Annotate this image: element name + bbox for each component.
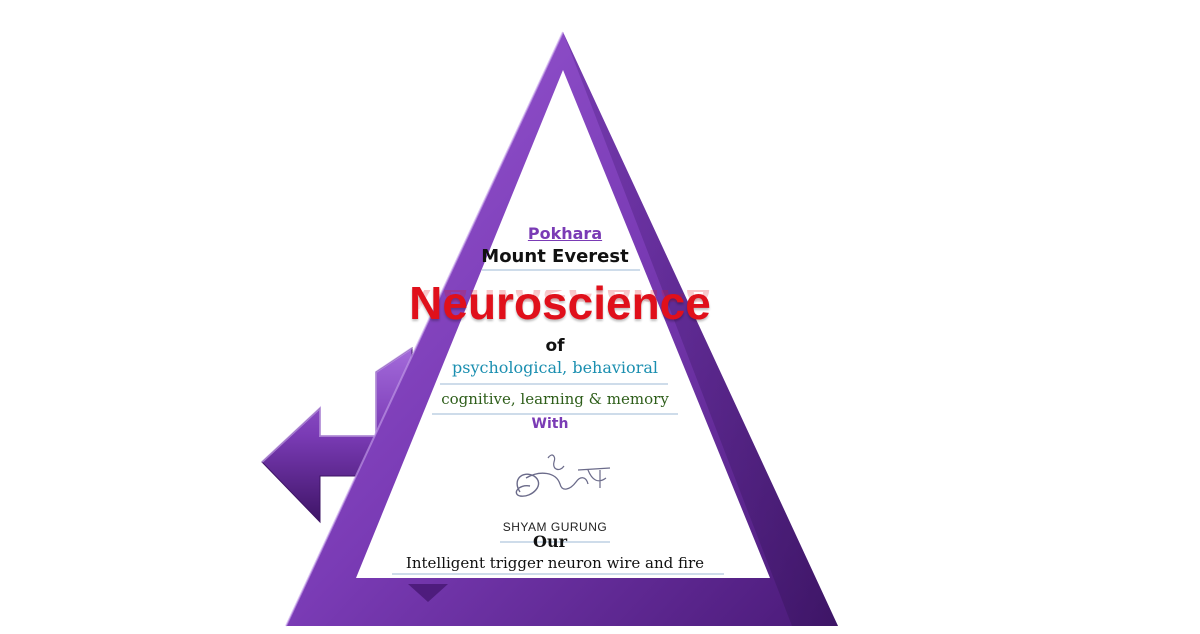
title-neuroscience: Neuroscience xyxy=(409,277,711,329)
pyramid-shape xyxy=(285,31,838,627)
signature-mark xyxy=(515,454,611,497)
author-name: SHYAM GURUNG xyxy=(502,520,608,534)
text-of: of xyxy=(545,336,565,356)
text-psychological-behavioral: psychological, behavioral xyxy=(452,358,658,377)
left-arrow-shape xyxy=(261,347,413,524)
heading-mount-everest: Mount Everest xyxy=(481,246,629,267)
title-reflection: Neuroscience xyxy=(409,290,711,319)
text-with: With xyxy=(531,416,569,432)
heading-pokhara: Pokhara xyxy=(527,224,603,243)
text-our: Our xyxy=(533,532,567,551)
tagline: Intelligent trigger neuron wire and fire xyxy=(405,554,705,572)
text-cognitive-learning-memory: cognitive, learning & memory xyxy=(441,390,669,408)
